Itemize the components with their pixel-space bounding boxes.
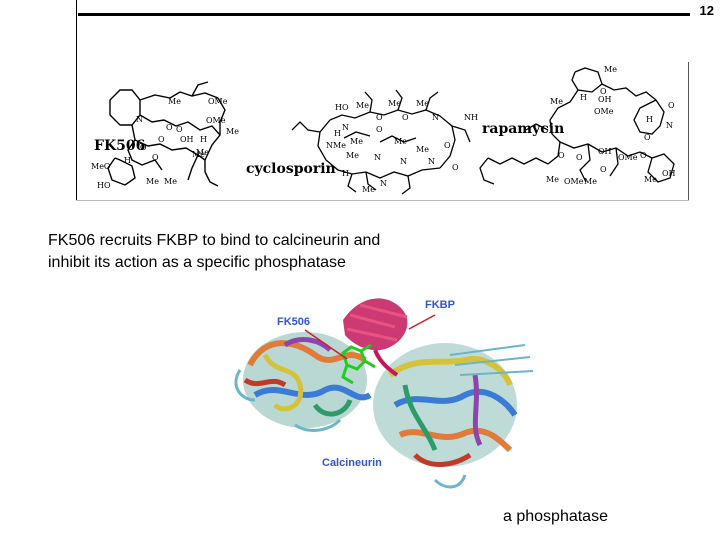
- svg-text:OH: OH: [598, 95, 612, 104]
- svg-text:N: N: [666, 121, 673, 130]
- svg-text:O: O: [576, 153, 583, 162]
- svg-text:O: O: [668, 101, 675, 110]
- caption-line-2: inhibit its action as a specific phospha…: [48, 254, 346, 271]
- cyclosporin-structure: [291, 89, 471, 195]
- svg-text:H: H: [646, 115, 653, 124]
- svg-text:OMe: OMe: [206, 116, 226, 125]
- fk506-structure: [107, 81, 226, 187]
- svg-text:OH: OH: [180, 135, 194, 144]
- svg-text:OH: OH: [598, 147, 612, 156]
- svg-text:O: O: [600, 165, 607, 174]
- protein-complex-figure: FKBP FK506 Calcineurin: [234, 298, 534, 489]
- svg-text:Me: Me: [226, 127, 239, 136]
- svg-text:N: N: [342, 123, 349, 132]
- svg-text:Me: Me: [604, 65, 617, 74]
- svg-text:Me: Me: [388, 99, 401, 108]
- svg-text:N: N: [374, 153, 381, 162]
- svg-text:MeO: MeO: [91, 162, 111, 171]
- caption-line-1: FK506 recruits FKBP to bind to calcineur…: [48, 232, 381, 249]
- svg-text:O: O: [402, 113, 409, 122]
- svg-text:OMe: OMe: [564, 177, 584, 186]
- slide-number: 12: [699, 3, 714, 18]
- svg-text:H: H: [334, 129, 341, 138]
- svg-text:Me: Me: [168, 97, 181, 106]
- chemical-structures: Me OMe OMe O N O O OH H Me O O H Me MeO …: [91, 65, 676, 195]
- svg-text:O: O: [600, 87, 607, 96]
- cyclosporin-atom-labels: HO Me Me O Me O N NH N H Me O NMe Me N N…: [326, 99, 478, 194]
- calcineurin-right-lobe: [373, 343, 534, 489]
- svg-text:Me: Me: [416, 99, 429, 108]
- fk506-structure-label: FK506: [94, 138, 145, 154]
- calcineurin-label: Calcineurin: [322, 457, 382, 469]
- svg-text:H: H: [124, 156, 131, 165]
- figure-right-border: [688, 62, 689, 201]
- label-arrows: [304, 314, 436, 360]
- svg-text:O: O: [452, 163, 459, 172]
- svg-text:Me: Me: [346, 151, 359, 160]
- svg-text:Me: Me: [416, 145, 429, 154]
- svg-text:N: N: [400, 157, 407, 166]
- svg-text:N: N: [432, 113, 439, 122]
- cyclosporin-structure-label: cyclosporin: [246, 161, 336, 177]
- fkbp-label: FKBP: [425, 299, 455, 311]
- top-rule: [78, 13, 690, 16]
- svg-text:Me: Me: [350, 137, 363, 146]
- svg-text:Me: Me: [550, 97, 563, 106]
- svg-text:OMe: OMe: [594, 107, 614, 116]
- svg-text:O: O: [376, 125, 383, 134]
- svg-text:HO: HO: [335, 103, 349, 112]
- fk506-label: FK506: [277, 316, 310, 328]
- figure-bottom-border: [76, 200, 689, 201]
- svg-text:Me: Me: [192, 150, 205, 159]
- svg-text:Me: Me: [362, 185, 375, 194]
- slide-caption: FK506 recruits FKBP to bind to calcineur…: [48, 230, 468, 274]
- svg-text:N: N: [380, 179, 387, 188]
- svg-text:O: O: [376, 113, 383, 122]
- svg-text:Me: Me: [356, 101, 369, 110]
- svg-text:Me: Me: [146, 177, 159, 186]
- svg-text:N: N: [428, 157, 435, 166]
- svg-text:O: O: [444, 141, 451, 150]
- svg-text:O: O: [152, 153, 159, 162]
- rapamycin-atom-labels: Me O H OH OMe Me O N H O O O OH OMe Me O…: [546, 65, 676, 186]
- calcineurin-left-lobe: [234, 332, 372, 432]
- svg-text:OH: OH: [662, 169, 676, 178]
- svg-text:OMe: OMe: [618, 153, 638, 162]
- rapamycin-structure: [479, 67, 675, 185]
- figure-left-border: [76, 0, 77, 201]
- svg-text:OMe: OMe: [208, 97, 228, 106]
- svg-text:O: O: [176, 125, 183, 134]
- svg-text:H: H: [580, 93, 587, 102]
- fkbp-ribbon: [343, 298, 408, 377]
- svg-text:HO: HO: [97, 181, 111, 190]
- fk506-atom-labels: Me OMe OMe O N O O OH H Me O O H Me MeO …: [91, 97, 239, 190]
- svg-text:O: O: [158, 135, 165, 144]
- rapamycin-structure-label: rapamycin: [482, 121, 564, 137]
- svg-text:O: O: [558, 151, 565, 160]
- svg-text:Me: Me: [644, 175, 657, 184]
- svg-text:Me: Me: [584, 177, 597, 186]
- svg-text:N: N: [136, 115, 143, 124]
- svg-text:O: O: [640, 151, 647, 160]
- svg-text:O: O: [140, 143, 147, 152]
- svg-text:H: H: [200, 135, 207, 144]
- svg-text:Me: Me: [196, 148, 209, 157]
- svg-text:Me: Me: [164, 177, 177, 186]
- svg-text:H: H: [342, 169, 349, 178]
- svg-text:O: O: [644, 133, 651, 142]
- svg-text:NH: NH: [464, 113, 478, 122]
- phosphatase-label: a phosphatase: [503, 508, 608, 525]
- svg-text:NMe: NMe: [326, 141, 346, 150]
- svg-text:Me: Me: [546, 175, 559, 184]
- fk506-ligand: [341, 343, 376, 385]
- svg-text:O: O: [166, 123, 173, 132]
- svg-text:Me: Me: [394, 137, 407, 146]
